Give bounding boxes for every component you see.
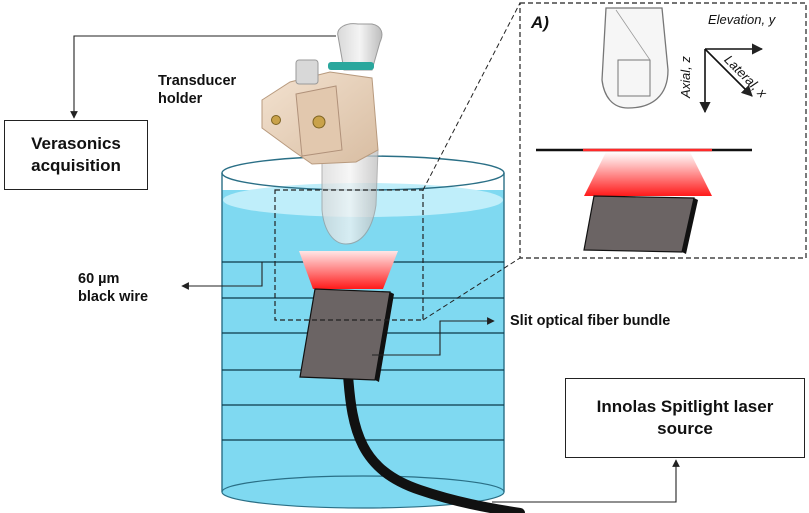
inset-bundle-face [583, 195, 695, 253]
arrow-to-laser-source [492, 459, 680, 503]
inset-panel [519, 2, 807, 259]
arrow-to-verasonics [70, 35, 336, 119]
zoom-line [422, 2, 521, 191]
transducer-cable-top [337, 23, 383, 71]
inset-bundle-edge [682, 198, 698, 254]
axis-axial-label: Axial, z [678, 56, 693, 98]
light-beam [299, 251, 398, 289]
inset-probe-sketch [601, 7, 669, 109]
arrow-to-fiber-label [372, 317, 495, 356]
inset-panel-label: A) [531, 13, 549, 32]
slit-fiber-bundle-label: Slit optical fiber bundle [510, 313, 671, 329]
inset-light-beam [584, 152, 712, 196]
transducer-probe [321, 149, 379, 245]
holder-screw [312, 115, 326, 129]
transducer-assembly [261, 23, 383, 245]
black-wire-label: 60 µm black wire [78, 271, 149, 306]
fiber-cable [343, 370, 525, 513]
laser-source-box: Innolas Spitlight laser source [565, 378, 805, 458]
arrow-to-black-wire [181, 262, 263, 290]
holder-clip [295, 59, 319, 85]
axis-elevation-label: Elevation, y [708, 12, 776, 27]
zoom-region [274, 189, 424, 321]
fiber-bundle [299, 288, 394, 382]
bundle-face [299, 288, 391, 381]
axis-lateral [704, 48, 753, 97]
probe-ring [328, 62, 374, 70]
inset-probe-line [615, 9, 651, 61]
zoom-line [422, 257, 521, 321]
holder-screw [271, 115, 281, 125]
inset-probe-window [617, 59, 651, 97]
bundle-edge [375, 292, 394, 382]
verasonics-acquisition-box: Verasonics acquisition [4, 120, 148, 190]
transducer-holder-label: Transducer holder [158, 73, 237, 108]
